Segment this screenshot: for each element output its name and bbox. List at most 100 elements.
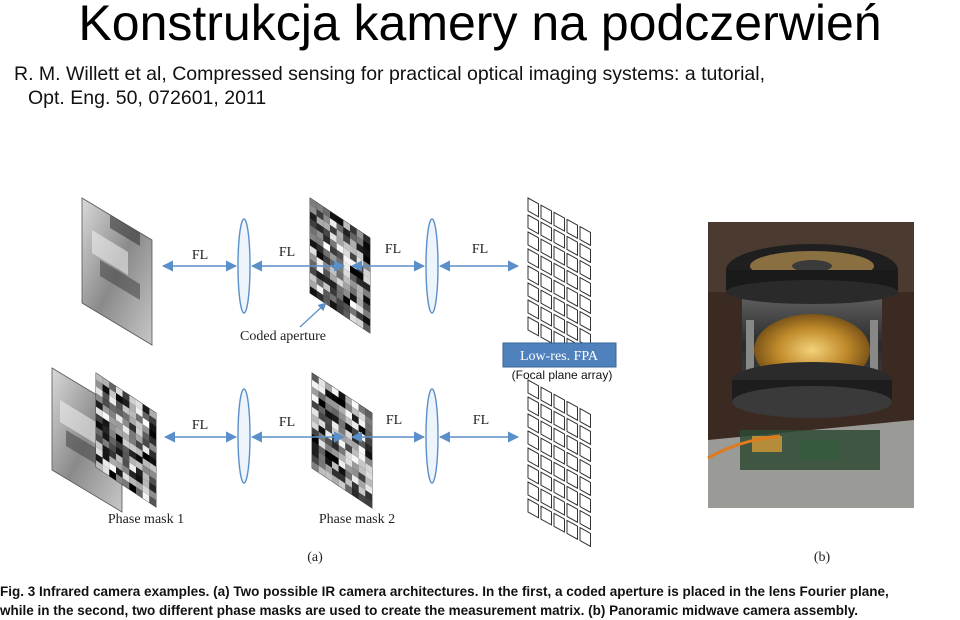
fpa-pixel <box>527 214 539 235</box>
mask-cell <box>102 384 110 396</box>
mask-cell <box>338 390 346 403</box>
mask-cell <box>356 283 364 295</box>
mask-cell <box>323 281 330 293</box>
mask-cell <box>352 481 359 493</box>
mask-cell <box>330 218 337 230</box>
fpa-pixel <box>540 437 552 458</box>
mask-cell <box>96 446 103 459</box>
fpa-grid-bottom <box>527 379 591 548</box>
mask-cell <box>325 409 332 421</box>
mask-cell <box>129 428 136 440</box>
mask-cell <box>136 439 143 452</box>
mask-cell <box>122 404 130 416</box>
mask-cell <box>356 303 364 316</box>
mask-cell <box>102 417 110 429</box>
fpa-pixel <box>579 526 591 548</box>
mask-cell <box>358 458 366 470</box>
mask-cell <box>312 420 319 432</box>
mask-cell <box>149 448 156 461</box>
mask-cell <box>312 454 319 466</box>
mask-cell <box>310 272 317 284</box>
fpa-pixel <box>566 320 578 342</box>
phase-mask-1-cells <box>96 373 156 508</box>
mask-cell <box>323 206 330 219</box>
mask-cell <box>122 464 130 476</box>
mask-cell <box>136 446 143 458</box>
mask-cell <box>122 390 130 402</box>
fpa-pixel <box>579 407 591 429</box>
mask-cell <box>109 415 116 427</box>
fpa-pixel <box>579 259 591 281</box>
mask-cell <box>358 485 366 497</box>
mask-cell <box>312 400 319 412</box>
fl-label-bottom-3: FL <box>386 413 402 428</box>
mask-cell <box>323 288 330 300</box>
mask-cell <box>330 231 337 243</box>
fpa-pixel <box>527 248 539 269</box>
mask-cell <box>122 417 130 429</box>
mask-cell <box>129 469 136 481</box>
mask-cell <box>310 218 317 230</box>
mask-cell <box>102 437 110 450</box>
caption-line-1: Fig. 3 Infrared camera examples. (a) Two… <box>0 584 889 599</box>
mask-cell <box>142 451 150 463</box>
mask-cell <box>136 480 143 492</box>
fpa-pixel <box>553 296 565 317</box>
fpa-pixel <box>540 323 552 344</box>
mask-cell <box>365 449 372 461</box>
mask-cell <box>318 458 326 471</box>
fpa-pixel <box>579 225 591 247</box>
mask-cell <box>129 408 136 420</box>
mask-cell <box>330 224 337 237</box>
panel-a-label: (a) <box>307 550 323 565</box>
mask-cell <box>352 467 359 479</box>
mask-cell <box>109 388 116 400</box>
mask-cell <box>330 285 337 298</box>
mask-cell <box>358 478 366 491</box>
fpa-pixel <box>540 306 552 327</box>
mask-cell <box>136 419 143 431</box>
mask-cell <box>312 406 319 419</box>
mask-cell <box>312 440 319 453</box>
mask-cell <box>363 247 370 259</box>
mask-cell <box>325 415 332 428</box>
mask-cell <box>116 419 123 432</box>
mask-cell <box>365 476 372 488</box>
mask-cell <box>149 408 156 420</box>
mask-cell <box>149 415 156 427</box>
mask-cell <box>122 451 130 463</box>
mask-cell <box>350 251 357 264</box>
mask-cell <box>142 444 150 456</box>
mask-cell <box>318 411 326 423</box>
fpa-pixel <box>566 269 578 291</box>
fpa-pixel <box>553 427 565 448</box>
fpa-pixel <box>579 310 591 332</box>
fpa-pixel <box>540 505 552 526</box>
mask-cell <box>336 304 344 316</box>
mask-cell <box>318 397 326 410</box>
mask-cell <box>358 417 366 429</box>
mask-cell <box>350 245 357 257</box>
fpa-pixel <box>553 313 565 334</box>
mask-cell <box>142 404 150 416</box>
mask-cell <box>109 469 116 481</box>
mask-cell <box>102 377 110 389</box>
fpa-pixel <box>553 444 565 465</box>
mask-cell <box>318 377 326 389</box>
fpa-pixel <box>540 204 552 225</box>
bottom-row-diagram: FL FL FL FL Phase mask 1 Phase mask 2 <box>51 367 591 548</box>
mask-cell <box>338 417 346 430</box>
mask-cell <box>365 408 372 420</box>
fpa-pixel <box>527 265 539 286</box>
fpa-pixel <box>540 289 552 310</box>
mask-cell <box>136 466 143 478</box>
fpa-pixel <box>566 303 578 325</box>
mask-cell <box>365 456 372 468</box>
mask-cell <box>312 379 319 392</box>
mask-cell <box>352 460 359 472</box>
fpa-pixel <box>553 211 565 232</box>
fpa-pixel <box>566 400 578 422</box>
mask-cell <box>336 249 344 261</box>
mask-cell <box>109 381 116 394</box>
figure-caption: Fig. 3 Infrared camera examples. (a) Two… <box>0 582 960 620</box>
